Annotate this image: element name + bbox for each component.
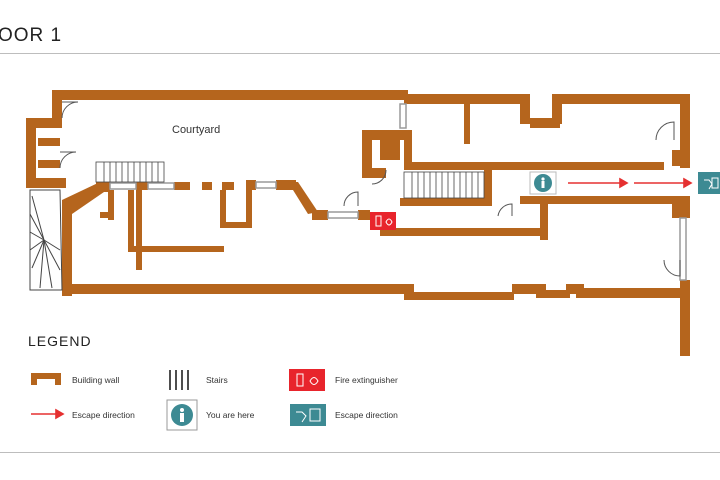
escape-arrow-icon bbox=[31, 408, 65, 420]
legend-label-stairs: Stairs bbox=[206, 375, 228, 385]
you-are-here-marker bbox=[529, 171, 557, 195]
legend-label-escape-direction: Escape direction bbox=[72, 410, 135, 420]
you-are-here-icon bbox=[166, 399, 198, 431]
legend-title: LEGEND bbox=[28, 333, 92, 349]
stairs-icon bbox=[169, 370, 189, 390]
floor-title: OOR 1 bbox=[0, 25, 63, 46]
legend-icons bbox=[31, 369, 326, 431]
building-walls bbox=[26, 90, 690, 356]
fire-extinguisher-marker bbox=[370, 212, 396, 230]
header-divider bbox=[0, 53, 720, 54]
exit-sign-marker bbox=[698, 172, 720, 194]
legend-label-fire-extinguisher: Fire extinguisher bbox=[335, 375, 398, 385]
courtyard-label: Courtyard bbox=[172, 124, 221, 136]
building-wall-icon bbox=[31, 373, 61, 385]
fire-extinguisher-icon bbox=[289, 369, 325, 391]
stairs-courtyard bbox=[95, 161, 165, 183]
legend-label-exit-sign: Escape direction bbox=[335, 410, 398, 420]
legend-label-building-wall: Building wall bbox=[72, 375, 120, 385]
doors bbox=[59, 101, 681, 277]
legend-label-you-are-here: You are here bbox=[206, 410, 255, 420]
windows bbox=[109, 103, 687, 281]
exit-sign-icon bbox=[290, 404, 326, 426]
escape-arrows bbox=[568, 177, 693, 189]
spiral-staircase bbox=[29, 189, 63, 291]
footer-divider bbox=[0, 452, 720, 453]
stairs-interior bbox=[403, 171, 485, 199]
